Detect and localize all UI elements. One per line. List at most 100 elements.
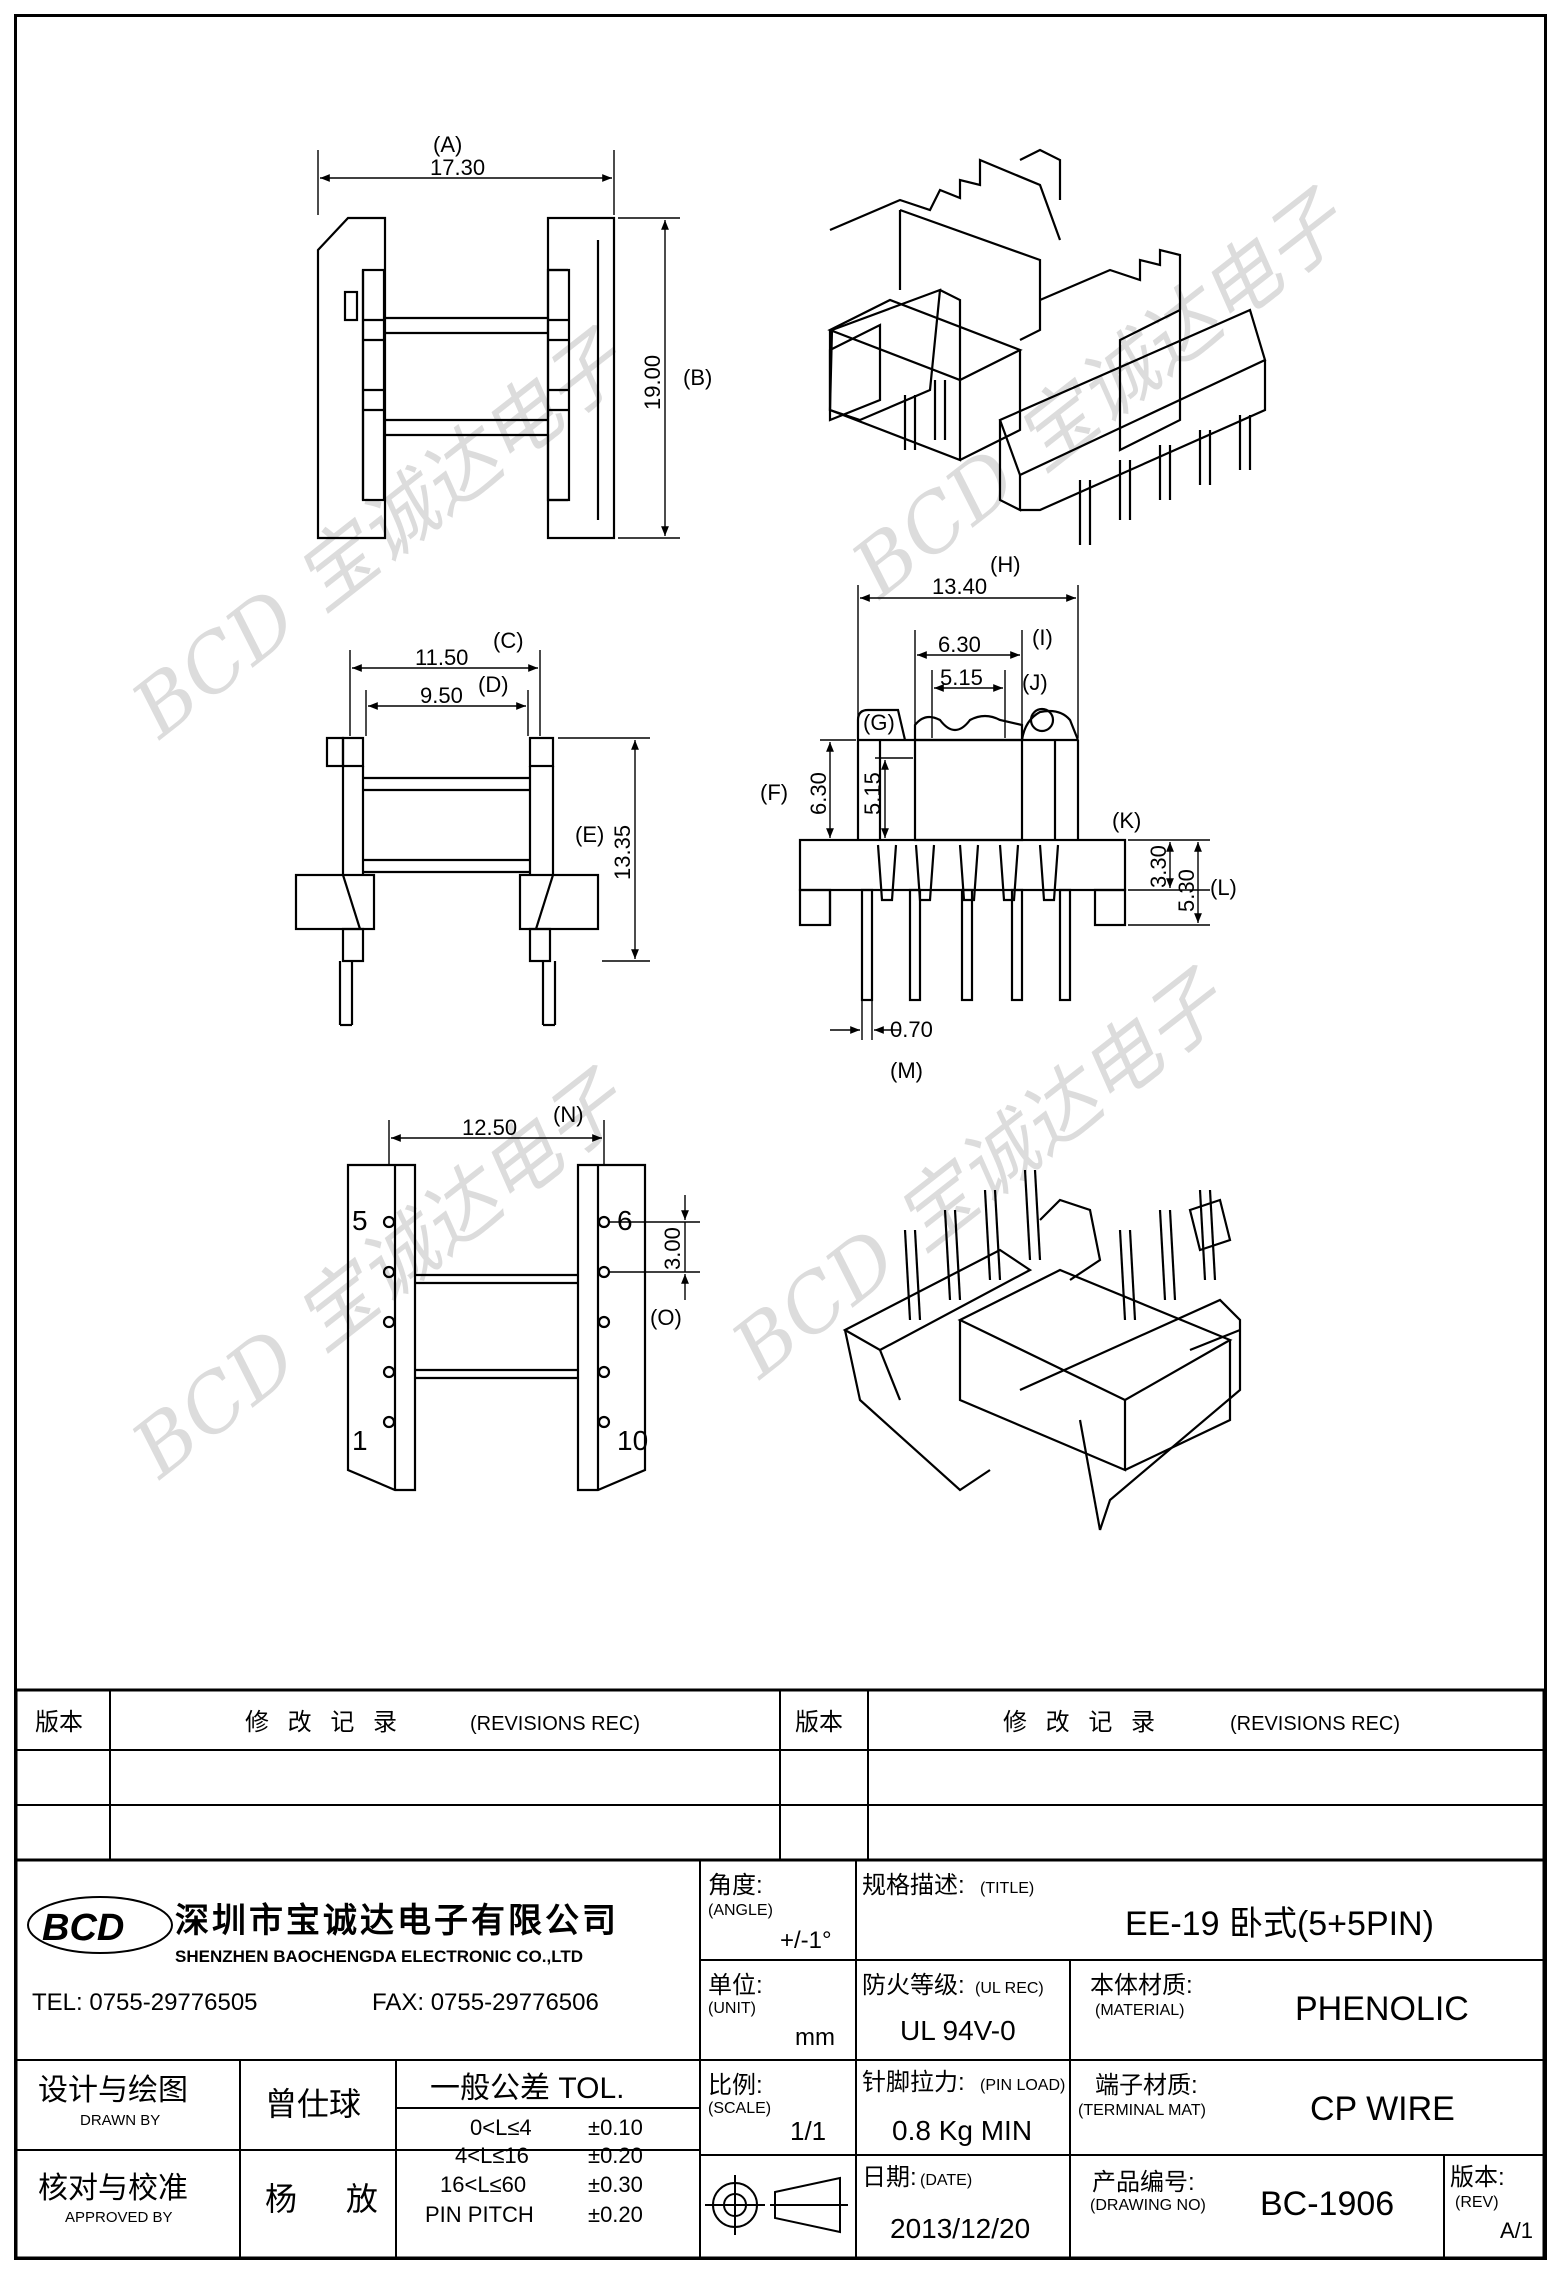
drawn-value: 曾仕球 <box>265 2086 361 2122</box>
scale-label-en: (SCALE) <box>708 2100 771 2117</box>
scale-label: 比例: <box>708 2072 763 2099</box>
material-label-en: (MATERIAL) <box>1095 2002 1184 2019</box>
side-view <box>798 585 1210 1040</box>
pinload-label-en: (PIN LOAD) <box>980 2077 1065 2094</box>
unit-label-en: (UNIT) <box>708 2000 756 2017</box>
terminal-label-en: (TERMINAL MAT) <box>1078 2102 1206 2119</box>
revisions-header: 版本 修 改 记 录 (REVISIONS REC) 版本 修 改 记 录 (R… <box>35 1709 1400 1736</box>
tol-range-1: 4<L≤16 <box>455 2143 529 2168</box>
pinload-value: 0.8 Kg MIN <box>892 2115 1032 2146</box>
rev-ver-label-right: 版本 <box>795 1709 843 1736</box>
dim-f-value: 6.30 <box>806 772 831 815</box>
title-block-fields: 角度: (ANGLE) +/-1° 规格描述: (TITLE) EE-19 卧式… <box>38 1872 1533 2244</box>
dim-h-value: 13.40 <box>932 574 987 599</box>
dim-f-label: (F) <box>760 780 788 805</box>
dimension-labels: (A) 17.30 (B) 19.00 (C) 11.50 (D) 9.50 (… <box>415 132 1237 1330</box>
isometric-view-bottom <box>842 1169 1242 1531</box>
scale-value: 1/1 <box>790 2116 826 2146</box>
date-value: 2013/12/20 <box>890 2213 1030 2244</box>
date-label-en: (DATE) <box>920 2172 972 2189</box>
company-logo-icon <box>27 1896 173 1954</box>
dim-m-value: 0.70 <box>890 1017 933 1042</box>
rev-value: A/1 <box>1500 2218 1533 2243</box>
tolerance-title: 一般公差 TOL. <box>430 2072 624 2105</box>
angle-value: +/-1° <box>780 1927 832 1954</box>
drawing-no-value: BC-1906 <box>1260 2185 1394 2223</box>
dim-g-value: 5.15 <box>860 772 885 815</box>
company-block: BCD 深圳市宝诚达电子有限公司 SHENZHEN BAOCHENGDA ELE… <box>27 1896 619 2016</box>
rev-rec-label-en-left: (REVISIONS REC) <box>470 1713 640 1735</box>
pin-6-label: 6 <box>617 1205 633 1236</box>
dim-j-value: 5.15 <box>940 665 983 690</box>
rev-rec-label-en-right: (REVISIONS REC) <box>1230 1713 1400 1735</box>
material-label: 本体材质: <box>1090 1972 1193 1999</box>
projection-symbol-icon <box>705 2175 848 2235</box>
front-view <box>294 650 650 1027</box>
dim-m-label: (M) <box>890 1058 923 1083</box>
dim-k-label: (K) <box>1112 808 1141 833</box>
title-label: 规格描述: <box>862 1872 965 1899</box>
ul-label-en: (UL REC) <box>975 1980 1044 1997</box>
pinload-label: 针脚拉力: <box>862 2069 965 2096</box>
title-block-grid <box>14 1688 1546 2260</box>
drawing-no-label-en: (DRAWING NO) <box>1090 2197 1206 2214</box>
dim-n-value: 12.50 <box>462 1115 517 1140</box>
rev-label: 版本: <box>1450 2164 1505 2191</box>
bottom-view <box>346 1120 700 1492</box>
dim-o-label: (O) <box>650 1305 682 1330</box>
company-fax: FAX: 0755-29776506 <box>372 1989 599 2016</box>
unit-label: 单位: <box>708 1972 763 1999</box>
approved-label: 核对与校准 <box>38 2172 188 2205</box>
material-value: PHENOLIC <box>1295 1990 1469 2028</box>
company-name-en: SHENZHEN BAOCHENGDA ELECTRONIC CO.,LTD <box>175 1947 583 1966</box>
top-view <box>316 150 680 540</box>
drawn-label-en: DRAWN BY <box>80 2112 160 2129</box>
pin-5-label: 5 <box>352 1205 368 1236</box>
ul-label: 防火等级: <box>862 1972 965 1999</box>
dim-n-label: (N) <box>553 1102 584 1127</box>
dim-d-value: 9.50 <box>420 683 463 708</box>
drawn-label: 设计与绘图 <box>38 2074 188 2107</box>
terminal-value: CP WIRE <box>1310 2090 1455 2128</box>
dim-o-value: 3.00 <box>660 1227 685 1270</box>
dim-l-value: 5.30 <box>1174 869 1199 912</box>
dim-e-value: 13.35 <box>610 825 635 880</box>
angle-label: 角度: <box>708 1872 763 1899</box>
tol-value-0: ±0.10 <box>588 2115 643 2140</box>
rev-label-en: (REV) <box>1455 2194 1499 2211</box>
tol-range-3: PIN PITCH <box>425 2202 534 2227</box>
rev-rec-label-right: 修 改 记 录 <box>1003 1709 1161 1736</box>
approved-value: 杨 放 <box>265 2181 398 2217</box>
dim-c-value: 11.50 <box>415 645 468 670</box>
company-logo-text: BCD <box>42 1907 124 1949</box>
company-tel: TEL: 0755-29776505 <box>32 1989 258 2016</box>
company-name-cn: 深圳市宝诚达电子有限公司 <box>175 1901 619 1940</box>
drawing-no-label: 产品编号: <box>1092 2169 1195 2196</box>
dim-k-value: 3.30 <box>1146 845 1171 888</box>
dim-d-label: (D) <box>478 672 509 697</box>
dim-e-label: (E) <box>575 822 604 847</box>
title-value: EE-19 卧式(5+5PIN) <box>1125 1905 1434 1943</box>
tol-range-0: 0<L≤4 <box>470 2115 532 2140</box>
rev-ver-label-left: 版本 <box>35 1709 83 1736</box>
date-label: 日期: <box>862 2164 917 2191</box>
watermark: BCD 宝诚达电子 BCD 宝诚达电子 BCD 宝诚达电子 BCD 宝诚达电子 <box>115 174 1365 1496</box>
dim-j-label: (J) <box>1022 670 1048 695</box>
dim-h-label: (H) <box>990 552 1021 577</box>
dim-b-value: 19.00 <box>640 355 665 410</box>
tol-value-3: ±0.20 <box>588 2202 643 2227</box>
dim-a-label: (A) <box>433 132 462 157</box>
angle-label-en: (ANGLE) <box>708 1902 773 1919</box>
pin-labels: 5 6 1 10 <box>352 1205 648 1456</box>
tol-range-2: 16<L≤60 <box>440 2172 526 2197</box>
pin-1-label: 1 <box>352 1425 368 1456</box>
title-label-en: (TITLE) <box>980 1880 1034 1897</box>
dim-g-label: (G) <box>863 710 895 735</box>
dim-i-value: 6.30 <box>938 632 981 657</box>
terminal-label: 端子材质: <box>1095 2072 1198 2099</box>
approved-label-en: APPROVED BY <box>65 2209 173 2226</box>
tol-value-1: ±0.20 <box>588 2143 643 2168</box>
rev-rec-label-left: 修 改 记 录 <box>245 1709 403 1736</box>
dim-b-label: (B) <box>683 365 712 390</box>
